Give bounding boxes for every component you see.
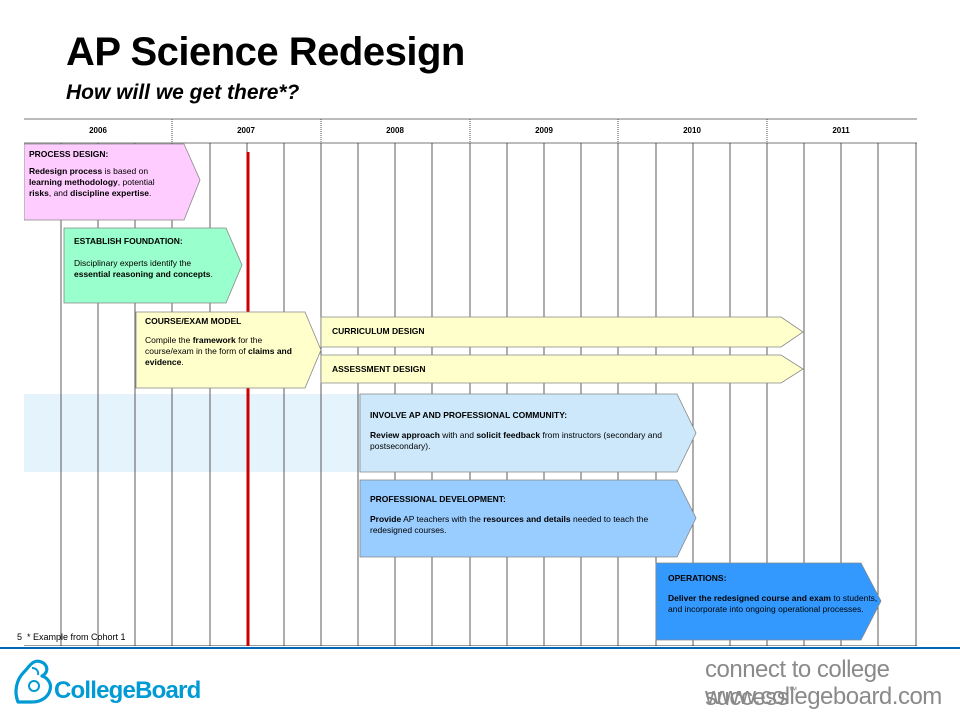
establish-foundation-shape	[63, 227, 243, 304]
establish-foundation-heading: ESTABLISH FOUNDATION:	[74, 236, 183, 246]
page-title: AP Science Redesign	[66, 30, 465, 74]
operations-text: OPERATIONS: Deliver the redesigned cours…	[668, 573, 878, 614]
establish-foundation-text: ESTABLISH FOUNDATION: Disciplinary exper…	[74, 236, 222, 280]
footer-url[interactable]: www.collegeboard.com	[705, 683, 942, 710]
assessment-design-shape	[320, 354, 804, 384]
year-label-2007: 2007	[237, 126, 255, 135]
footer-rule	[0, 647, 960, 649]
footer-tagline: connect to college success™	[705, 656, 890, 711]
year-label-2009: 2009	[535, 126, 553, 135]
professional-development-heading: PROFESSIONAL DEVELOPMENT:	[370, 494, 506, 504]
process-design-heading: PROCESS DESIGN:	[29, 149, 109, 159]
process-design-shape	[24, 143, 201, 221]
course-exam-model-shape	[135, 311, 322, 389]
involve-community-heading: INVOLVE AP AND PROFESSIONAL COMMUNITY:	[370, 410, 568, 420]
timeline-chart: 2006 2007 2008 2009 2010 2011 PROCESS DE…	[24, 118, 917, 646]
curriculum-design-label: CURRICULUM DESIGN	[332, 326, 425, 336]
year-label-2010: 2010	[683, 126, 701, 135]
operations-shape	[655, 562, 882, 641]
curriculum-design-shape	[320, 316, 804, 348]
involve-community-shape	[359, 393, 697, 473]
page-number: 5	[17, 632, 23, 642]
year-label-2006: 2006	[89, 126, 107, 135]
timeline-grid	[24, 118, 917, 646]
assessment-design-label: ASSESSMENT DESIGN	[332, 364, 426, 374]
involve-community-text: INVOLVE AP AND PROFESSIONAL COMMUNITY: R…	[370, 410, 680, 452]
footnote: * Example from Cohort 1	[27, 632, 126, 642]
professional-development-shape	[359, 479, 697, 558]
course-exam-model-heading: COURSE/EXAM MODEL	[145, 316, 242, 326]
collegeboard-logo-text: CollegeBoard	[54, 677, 201, 704]
course-exam-model-text: COURSE/EXAM MODEL Compile the framework …	[145, 316, 295, 368]
community-band	[24, 394, 360, 472]
page-subtitle: How will we get there*?	[66, 81, 300, 104]
year-label-2008: 2008	[386, 126, 404, 135]
process-design-text: PROCESS DESIGN: Redesign process is base…	[29, 149, 179, 199]
year-label-2011: 2011	[832, 126, 850, 135]
operations-heading: OPERATIONS:	[668, 573, 727, 583]
collegeboard-logo-icon	[14, 659, 53, 704]
professional-development-text: PROFESSIONAL DEVELOPMENT: Provide AP tea…	[370, 494, 680, 536]
